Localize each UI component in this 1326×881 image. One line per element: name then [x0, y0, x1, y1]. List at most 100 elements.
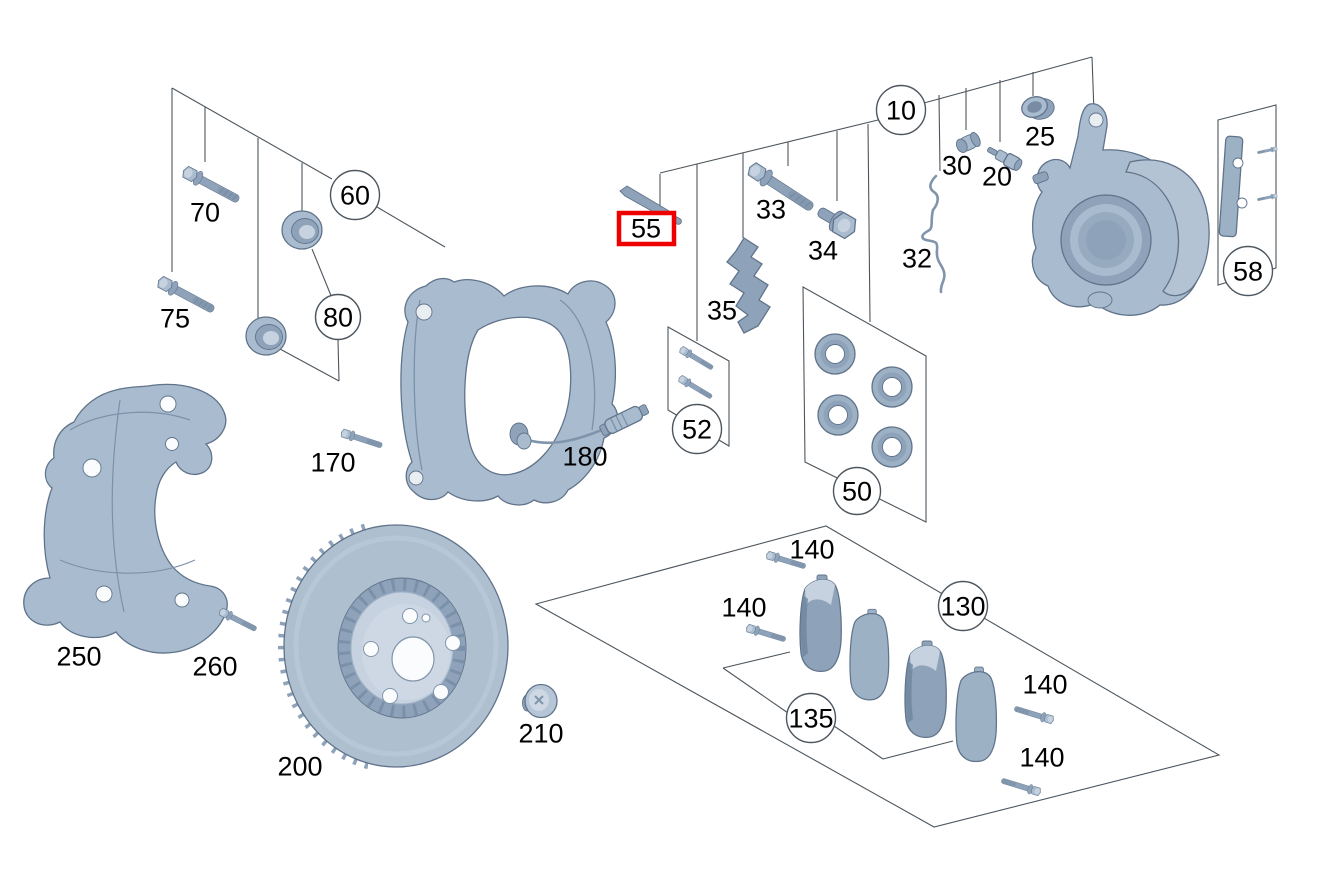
bleeder-valve-20 — [987, 147, 1023, 171]
disc-small-hole — [421, 613, 431, 623]
callout-line — [867, 123, 871, 323]
part-label-140[interactable]: 140 — [1022, 670, 1067, 700]
part-label-30[interactable]: 30 — [942, 151, 972, 181]
callout-label-10[interactable]: 10 — [886, 96, 916, 126]
callout-circle[interactable] — [875, 84, 927, 136]
disc-lug-hole — [363, 641, 379, 657]
callout-52[interactable]: 52 — [671, 403, 723, 455]
pad-bolt-140 — [999, 775, 1043, 798]
part-label-200[interactable]: 200 — [277, 752, 322, 782]
plain-labels: 70 75 33 34 35 32 30 20 25 170 180 140 1… — [56, 122, 1067, 782]
guide-bushing — [281, 210, 323, 250]
part-label-32[interactable]: 32 — [902, 244, 932, 274]
callout-line — [938, 94, 941, 172]
callout-line — [1091, 56, 1095, 113]
guide-bushing — [245, 316, 287, 356]
brake-pad — [955, 666, 998, 763]
callout-10[interactable]: 10 — [875, 84, 927, 136]
callout-line — [376, 206, 446, 248]
caliper-carrier — [400, 277, 619, 506]
part-label-55[interactable]: 55 — [631, 214, 661, 244]
callout-line — [882, 740, 954, 760]
callout-label-130[interactable]: 130 — [940, 592, 985, 622]
callout-line — [279, 348, 340, 382]
callout-circle[interactable] — [314, 293, 362, 341]
circled-callouts: 60 80 10 52 50 58 130 135 — [314, 84, 1274, 744]
splash-shield-body — [23, 383, 228, 654]
hex-bolt-34 — [817, 207, 857, 240]
brake-pad — [849, 608, 890, 701]
callout-circle[interactable] — [329, 169, 381, 221]
part-label-20[interactable]: 20 — [982, 162, 1012, 192]
brake-pad — [799, 574, 842, 673]
shield-hole — [95, 585, 113, 603]
callout-label-50[interactable]: 50 — [842, 477, 872, 507]
part-label-250[interactable]: 250 — [56, 642, 101, 672]
brake-splash-shield — [23, 383, 228, 654]
part-label-33[interactable]: 33 — [756, 195, 786, 225]
callout-line — [923, 56, 1093, 104]
seal-ring — [871, 366, 913, 408]
part-label-140[interactable]: 140 — [1019, 743, 1064, 773]
disc-center-bore — [391, 636, 435, 682]
callout-circle[interactable] — [785, 692, 837, 744]
highlight-box[interactable] — [616, 210, 677, 247]
callout-circle[interactable] — [1222, 245, 1274, 297]
part-label-210[interactable]: 210 — [518, 719, 563, 749]
callout-label-80[interactable]: 80 — [323, 303, 353, 333]
pad-friction-face — [849, 612, 890, 701]
part-label-140[interactable]: 140 — [721, 593, 766, 623]
callout-80[interactable]: 80 — [314, 293, 362, 341]
part-label-140[interactable]: 140 — [789, 535, 834, 565]
callout-130[interactable]: 130 — [937, 580, 989, 632]
callout-label-58[interactable]: 58 — [1233, 257, 1263, 287]
callout-circle[interactable] — [832, 466, 882, 516]
callout-circle[interactable] — [937, 580, 989, 632]
seal-ring — [817, 394, 859, 436]
plug-dome — [955, 138, 968, 153]
shield-hole — [165, 437, 179, 451]
callout-50[interactable]: 50 — [832, 466, 882, 516]
cap-plug-30 — [955, 132, 981, 153]
callout-line — [833, 725, 884, 760]
bolt-head-face — [837, 218, 851, 233]
connector-stripes — [610, 412, 629, 432]
disc-vent-scallops — [278, 522, 368, 770]
shield-hole — [174, 592, 190, 608]
parts — [23, 96, 1278, 798]
callout-60[interactable]: 60 — [329, 169, 381, 221]
part-label-35[interactable]: 35 — [707, 296, 737, 326]
bushing-bore — [299, 225, 315, 239]
screw-cross-recess — [534, 695, 544, 705]
disc-lug-hole — [445, 635, 461, 651]
bushing-sleeve-25 — [1021, 96, 1055, 120]
part-label-70[interactable]: 70 — [190, 198, 220, 228]
brake-pad — [904, 640, 947, 739]
part-label-34[interactable]: 34 — [808, 236, 838, 266]
bleeder-end — [1013, 159, 1023, 171]
connector-tip — [638, 404, 650, 416]
callout-135[interactable]: 135 — [785, 692, 837, 744]
shield-hole — [82, 458, 102, 478]
disc-lug-hole — [402, 608, 418, 624]
pad-top-face — [910, 645, 940, 671]
part-label-25[interactable]: 25 — [1025, 122, 1055, 152]
brake-pads — [799, 574, 998, 763]
part-label-75[interactable]: 75 — [160, 304, 190, 334]
callout-label-60[interactable]: 60 — [340, 181, 370, 211]
splash-shield-crease — [59, 399, 196, 613]
sensor-clip-face — [516, 432, 532, 450]
part-label-260[interactable]: 260 — [192, 652, 237, 682]
pad-bolt-140 — [744, 622, 788, 645]
pads-group-box — [534, 525, 1221, 828]
callout-58[interactable]: 58 — [1222, 245, 1274, 297]
part-label-170[interactable]: 170 — [310, 448, 355, 478]
sensor-connector — [599, 404, 650, 437]
callout-circle[interactable] — [671, 403, 723, 455]
part-label-180[interactable]: 180 — [562, 442, 607, 472]
retainer-notch — [1232, 157, 1244, 169]
callout-55-highlighted[interactable]: 55 — [616, 210, 677, 247]
callout-label-135[interactable]: 135 — [788, 704, 833, 734]
callout-label-52[interactable]: 52 — [682, 415, 712, 445]
